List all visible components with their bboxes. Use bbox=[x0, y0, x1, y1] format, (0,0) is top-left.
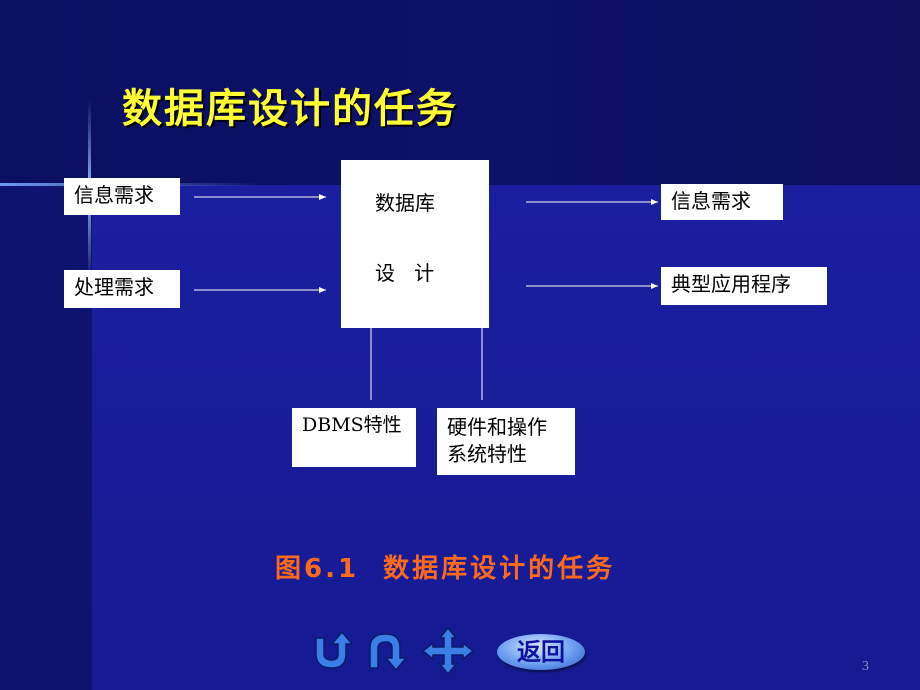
output-label-apps: 典型应用程序 bbox=[671, 272, 791, 296]
constraint-label-dbms: DBMS特性 bbox=[302, 414, 402, 436]
constraint-box-hardware-os: 硬件和操作 系统特性 bbox=[437, 408, 575, 475]
output-box-info-requirements: 信息需求 bbox=[661, 184, 783, 220]
background-left bbox=[0, 185, 92, 690]
input-label-processing: 处理需求 bbox=[74, 275, 154, 299]
back-arrow-icon[interactable] bbox=[312, 630, 356, 672]
center-box-database-design: 数据库 设 计 bbox=[341, 160, 489, 328]
output-label-info: 信息需求 bbox=[671, 189, 751, 213]
forward-arrow-icon[interactable] bbox=[366, 630, 408, 672]
input-label-info: 信息需求 bbox=[74, 183, 154, 207]
move-cross-icon[interactable] bbox=[421, 626, 475, 676]
background-top bbox=[0, 0, 920, 185]
page-number: 3 bbox=[862, 659, 869, 674]
output-box-typical-applications: 典型应用程序 bbox=[661, 267, 827, 305]
center-label-line1: 数据库 bbox=[375, 191, 435, 215]
figure-caption: 图6.1 数据库设计的任务 bbox=[275, 554, 616, 584]
constraint-label-hw-line2: 系统特性 bbox=[447, 442, 527, 466]
slide-title: 数据库设计的任务 bbox=[122, 86, 458, 132]
input-box-info-requirements: 信息需求 bbox=[64, 178, 180, 215]
input-box-processing-requirements: 处理需求 bbox=[64, 270, 180, 308]
constraint-box-dbms: DBMS特性 bbox=[292, 408, 416, 467]
constraint-label-hw-line1: 硬件和操作 bbox=[447, 415, 547, 439]
center-label-line2: 设 计 bbox=[375, 261, 435, 285]
return-button[interactable]: 返回 bbox=[497, 634, 585, 670]
